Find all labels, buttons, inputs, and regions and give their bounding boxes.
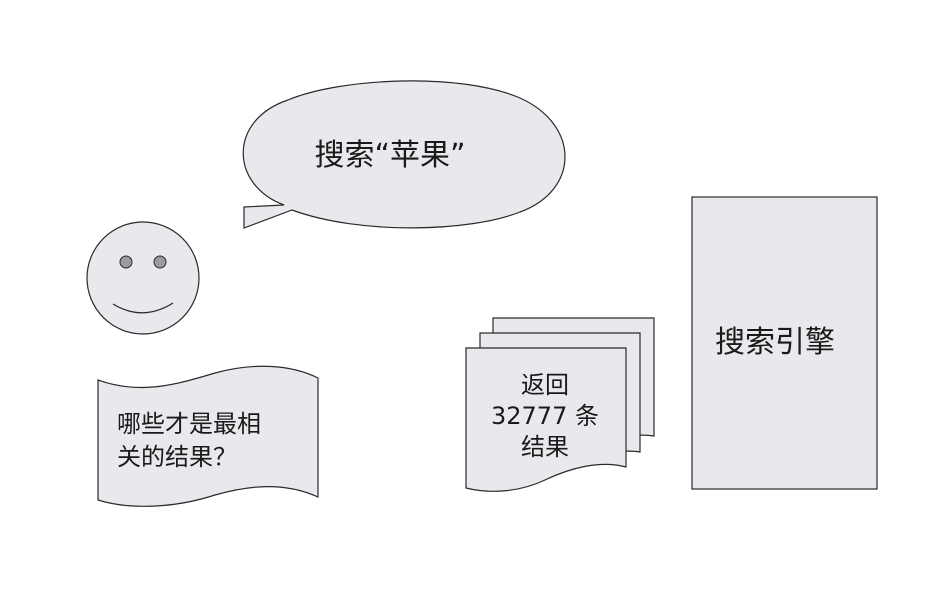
left-eye — [119, 255, 133, 269]
speech-bubble: 搜索“苹果” — [242, 80, 566, 229]
results-line-2: 32777 条 — [491, 402, 599, 430]
speech-bubble-shape — [242, 80, 566, 229]
results-document-front — [465, 347, 627, 492]
results-documents: 返回 32777 条 结果 — [465, 317, 655, 492]
question-line-2: 关的结果？ — [117, 443, 237, 471]
search-engine-label: 搜索引擎 — [715, 325, 835, 360]
search-engine-box: 搜索引擎 — [691, 196, 878, 490]
user-face — [86, 221, 200, 335]
speech-bubble-text: 搜索“苹果” — [314, 138, 465, 173]
results-line-1: 返回 — [521, 371, 569, 399]
question-document-shape — [97, 365, 319, 507]
question-line-1: 哪些才是最相 — [117, 410, 261, 438]
question-document: 哪些才是最相 关的结果？ — [97, 365, 319, 507]
smile — [112, 302, 174, 314]
search-engine-rect — [691, 196, 878, 490]
face-outline — [86, 221, 200, 335]
results-line-3: 结果 — [521, 433, 569, 461]
right-eye — [153, 255, 167, 269]
